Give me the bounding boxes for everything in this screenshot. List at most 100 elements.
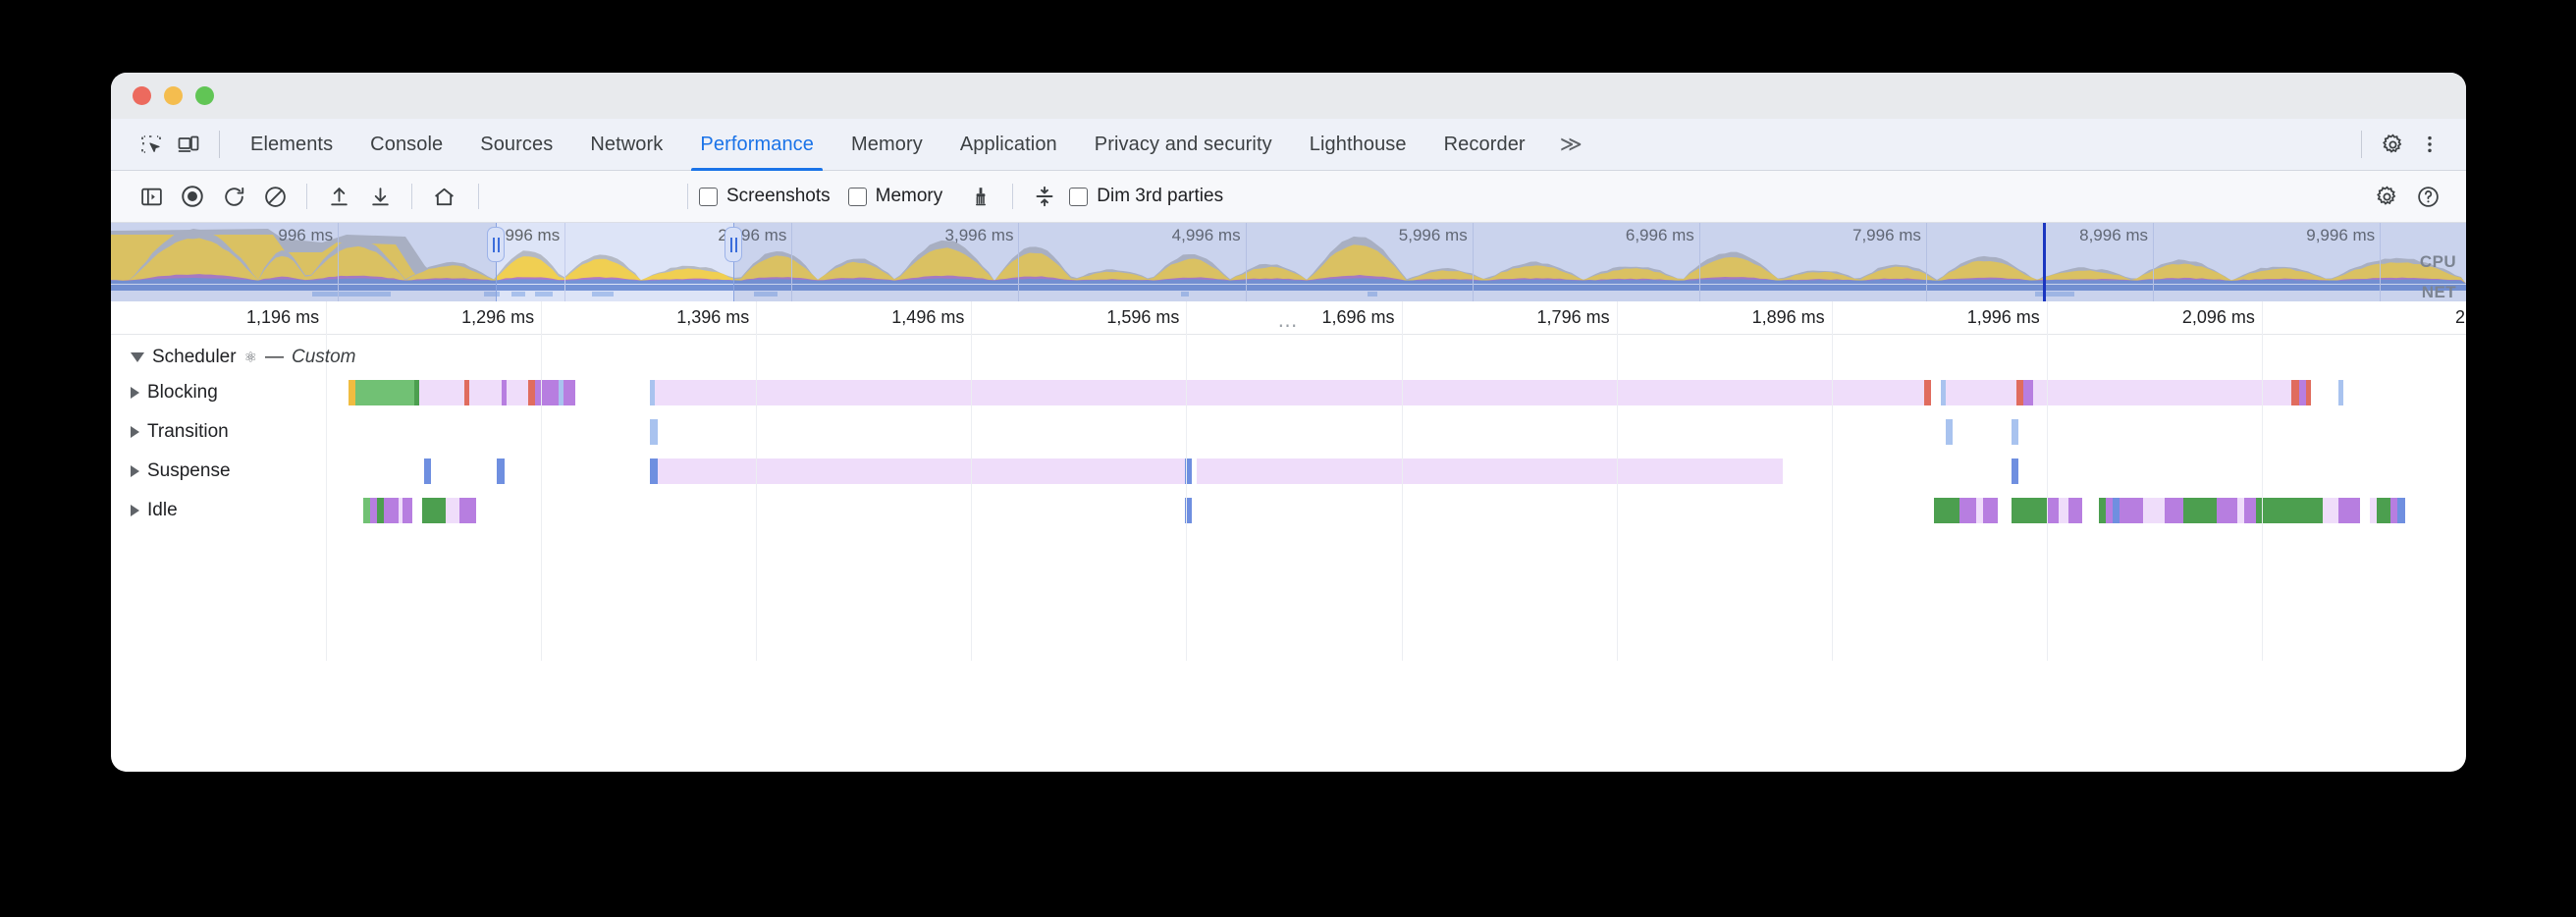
chevron-right-icon[interactable] [131,505,139,516]
memory-checkbox[interactable]: Memory [847,186,942,207]
tab-recorder[interactable]: Recorder [1425,119,1544,171]
flame-bar[interactable] [2338,498,2361,523]
tab-sources[interactable]: Sources [461,119,571,171]
dim-3rd-parties-checkbox[interactable]: Dim 3rd parties [1069,186,1223,207]
flame-bar[interactable] [1933,498,1960,523]
flame-bar[interactable] [468,380,503,405]
settings-gear-icon[interactable] [2374,126,2411,163]
track-label-idle[interactable]: Idle [111,500,178,521]
flame-bar[interactable] [2011,419,2019,445]
flame-bar[interactable] [650,458,658,484]
tab-elements[interactable]: Elements [232,119,351,171]
flame-bar[interactable] [402,498,413,523]
flame-bar[interactable] [2011,498,2047,523]
collect-garbage-icon[interactable] [960,178,1001,215]
chevron-right-icon[interactable] [131,426,139,438]
checkbox-box[interactable] [1069,187,1089,206]
flame-bar[interactable] [2058,498,2068,523]
track-group-scheduler[interactable]: Scheduler ⚛ — Custom [111,343,2466,372]
flame-bar[interactable] [369,498,378,523]
overview-left-handle[interactable] [487,227,505,262]
flame-bar[interactable] [1941,380,1946,405]
flame-bar[interactable] [1184,498,1193,523]
flame-bar[interactable] [2390,498,2398,523]
flame-bar[interactable] [398,498,403,523]
flame-bar[interactable] [1945,419,1953,445]
record-button[interactable] [172,178,213,215]
overview-time-cursor[interactable] [2043,223,2046,301]
toggle-sidebar-button[interactable] [131,178,172,215]
flame-bar[interactable] [2046,498,2059,523]
chevron-right-icon[interactable] [131,387,139,399]
resize-grip-icon[interactable]: ⋯ [1277,315,1300,337]
clear-button[interactable] [254,178,295,215]
flame-bar[interactable] [502,380,508,405]
tab-privacy-and-security[interactable]: Privacy and security [1076,119,1291,171]
save-profile-button[interactable] [359,178,401,215]
flame-bar[interactable] [2022,380,2033,405]
minimize-window-button[interactable] [164,86,183,105]
flame-bar[interactable] [655,380,1925,405]
flame-bar[interactable] [534,380,559,405]
tab-application[interactable]: Application [941,119,1076,171]
flame-bar[interactable] [384,498,399,523]
flame-bar[interactable] [2338,380,2344,405]
flame-bar[interactable] [2322,498,2339,523]
track-row-blocking[interactable]: Blocking [111,376,2466,409]
flame-bar[interactable] [349,380,356,405]
flame-bar[interactable] [2183,498,2217,523]
flame-bar[interactable] [2369,498,2377,523]
help-icon[interactable] [2407,178,2448,215]
flame-bar[interactable] [2291,380,2299,405]
overview-right-handle[interactable] [724,227,742,262]
reload-and-record-button[interactable] [213,178,254,215]
tab-console[interactable]: Console [351,119,461,171]
tab-lighthouse[interactable]: Lighthouse [1291,119,1425,171]
flame-bar[interactable] [414,380,420,405]
flame-bar[interactable] [2376,498,2391,523]
flame-bar[interactable] [2015,380,2023,405]
flame-bar[interactable] [657,458,1185,484]
flame-bar[interactable] [2098,498,2106,523]
capture-settings-icon[interactable] [1024,178,1065,215]
flame-bar[interactable] [1184,458,1193,484]
track-group-label[interactable]: Scheduler ⚛ — Custom [111,347,355,368]
flame-bar[interactable] [563,380,575,405]
flame-bar[interactable] [362,498,370,523]
flame-bar[interactable] [2105,498,2114,523]
flame-bar[interactable] [1924,380,1932,405]
flame-bar[interactable] [527,380,535,405]
flame-bar[interactable] [650,419,658,445]
flame-bar[interactable] [2011,458,2019,484]
flame-bar[interactable] [1959,498,1976,523]
flame-bar[interactable] [445,498,460,523]
flame-bar[interactable] [650,380,656,405]
zoom-window-button[interactable] [195,86,214,105]
settings-gear-icon[interactable] [2366,178,2407,215]
flame-bar[interactable] [2032,380,2292,405]
flame-bar[interactable] [1983,498,1998,523]
more-options-icon[interactable] [2411,126,2448,163]
device-toolbar-icon[interactable] [170,126,207,163]
close-window-button[interactable] [133,86,151,105]
flame-bar[interactable] [2113,498,2120,523]
flame-bar[interactable] [2164,498,2184,523]
flame-bar[interactable] [2216,498,2238,523]
home-button[interactable] [423,178,464,215]
flame-bar[interactable] [419,380,464,405]
tab-network[interactable]: Network [571,119,681,171]
tab-memory[interactable]: Memory [832,119,941,171]
flame-bar[interactable] [2067,498,2082,523]
flame-bar[interactable] [459,498,476,523]
track-row-suspense[interactable]: Suspense [111,455,2466,488]
flame-bar[interactable] [558,380,564,405]
flame-bar[interactable] [424,458,432,484]
flame-bar[interactable] [2298,380,2306,405]
chevron-down-icon[interactable] [131,352,144,362]
chevron-right-icon[interactable] [131,465,139,477]
flame-bar[interactable] [497,458,505,484]
track-label-suspense[interactable]: Suspense [111,460,231,482]
load-profile-button[interactable] [318,178,359,215]
flame-bar[interactable] [421,498,446,523]
